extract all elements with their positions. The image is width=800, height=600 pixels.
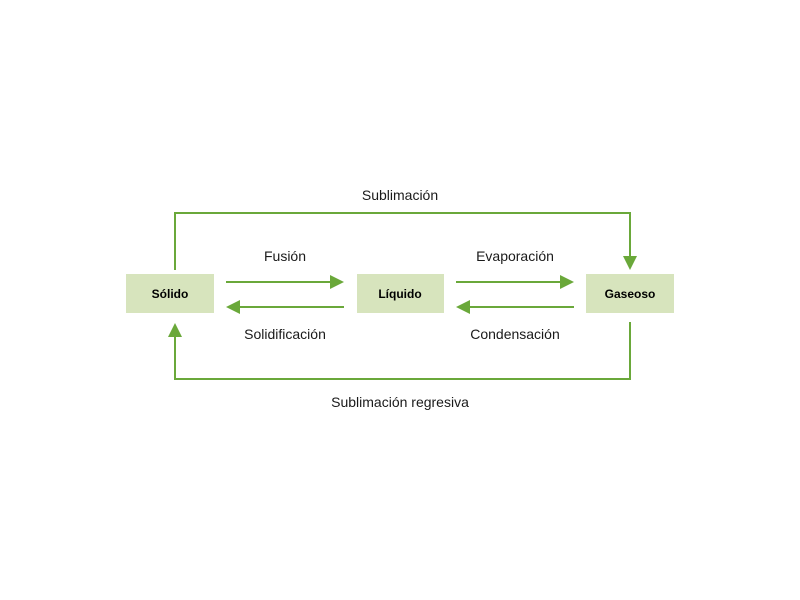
state-gas: Gaseoso	[586, 274, 674, 313]
state-solid-label: Sólido	[152, 287, 189, 301]
state-gas-box	[586, 274, 674, 313]
fusion-arrowhead	[330, 275, 344, 289]
deposition-connector	[168, 322, 631, 380]
solidification-label: Solidificación	[244, 326, 326, 342]
solidification-arrow	[226, 300, 344, 314]
state-solid-box	[126, 274, 214, 313]
fusion-label: Fusión	[264, 248, 306, 264]
solidification-arrowhead	[226, 300, 240, 314]
sublimation-connector	[174, 212, 637, 270]
deposition-line	[174, 322, 631, 380]
condensation-arrow	[456, 300, 574, 314]
deposition-label: Sublimación regresiva	[331, 394, 469, 410]
deposition-arrowhead	[168, 323, 182, 337]
sublimation-arrowhead	[623, 256, 637, 270]
state-liquid-box	[357, 274, 444, 313]
fusion-arrow	[226, 275, 344, 289]
state-liquid-label: Líquido	[378, 287, 421, 301]
condensation-label: Condensación	[470, 326, 560, 342]
sublimation-line	[174, 212, 631, 270]
evaporation-arrow	[456, 275, 574, 289]
state-liquid: Líquido	[357, 274, 444, 313]
state-solid: Sólido	[126, 274, 214, 313]
condensation-arrowhead	[456, 300, 470, 314]
evaporation-arrowhead	[560, 275, 574, 289]
sublimation-label: Sublimación	[362, 187, 438, 203]
evaporation-label: Evaporación	[476, 248, 554, 264]
state-gas-label: Gaseoso	[605, 287, 656, 301]
